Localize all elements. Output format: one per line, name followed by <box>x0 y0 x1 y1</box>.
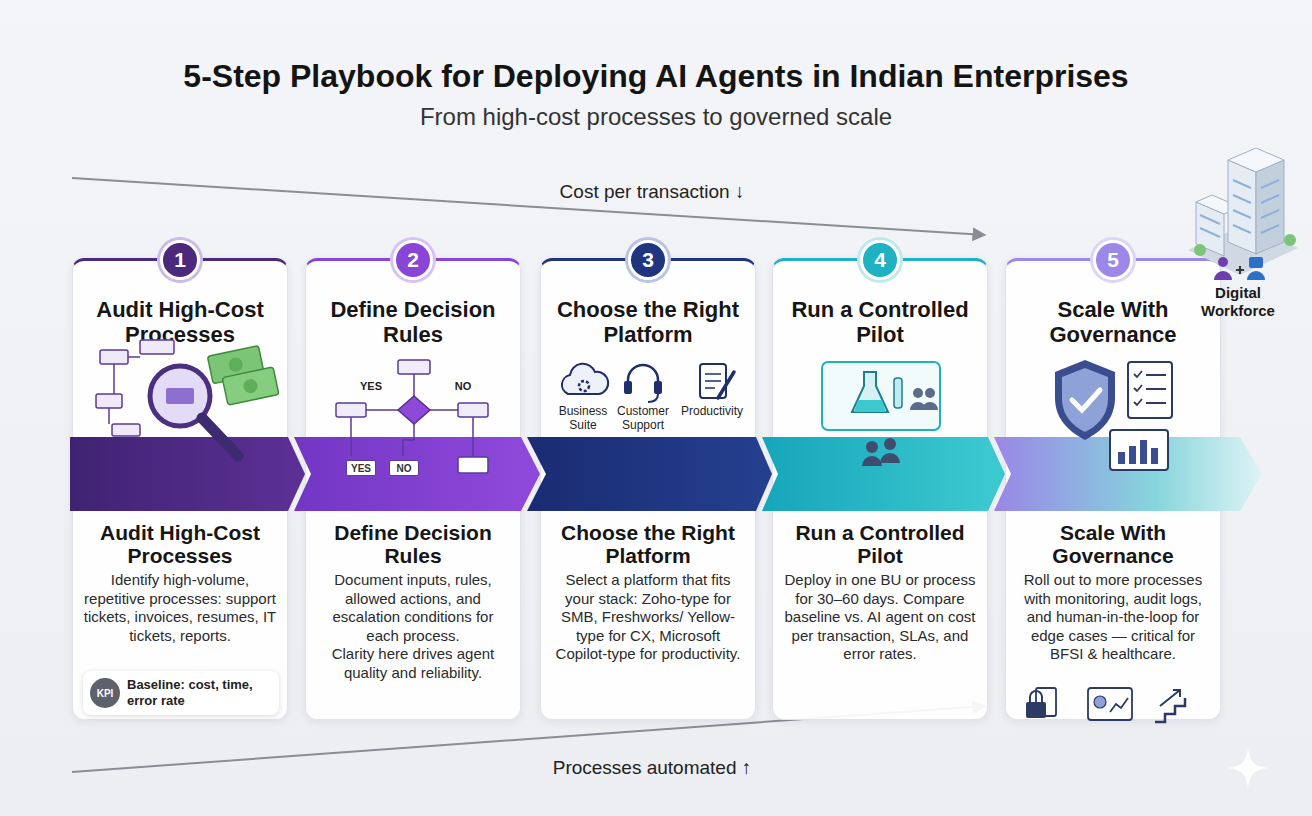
chevron-connector <box>988 437 1005 511</box>
card-description: Audit High-Cost ProcessesIdentify high-v… <box>83 521 277 645</box>
card-body-text: Roll out to more processes with monitori… <box>1016 571 1210 664</box>
step-number-circle: 5 <box>1093 240 1133 280</box>
card-body-text: Document inputs, rules, allowed actions,… <box>316 571 510 645</box>
card-description: Choose the Right PlatformSelect a platfo… <box>551 521 745 664</box>
node-text: YES <box>351 463 371 474</box>
step-number-circle: 1 <box>160 240 200 280</box>
text-label: Business Suite <box>552 404 614 432</box>
node-text: 3 <box>642 248 654 272</box>
card-heading: Run a Controlled Pilot <box>783 521 977 567</box>
decision-box: NO <box>389 460 419 476</box>
card-heading: Scale With Governance <box>1012 297 1214 347</box>
step-card: Define Decision RulesDefine Decision Rul… <box>305 258 521 720</box>
card-heading: Define Decision Rules <box>316 521 510 567</box>
card-heading: Run a Controlled Pilot <box>779 297 981 347</box>
node-text: 2 <box>407 248 419 272</box>
node-text: NO <box>397 463 412 474</box>
step-number-circle: 3 <box>628 240 668 280</box>
node-text: 1 <box>174 248 186 272</box>
card-heading: Choose the Right Platform <box>551 521 745 567</box>
kpi-circle: KPI <box>90 678 120 708</box>
card-body-text: Deploy in one BU or process for 30–60 da… <box>783 571 977 664</box>
node-text: 5 <box>1107 248 1119 272</box>
kpi-badge: Baseline: cost, time, error rate KPI <box>83 671 279 715</box>
card-heading: Audit High-Cost Processes <box>79 297 281 347</box>
step-number-circle: 4 <box>860 240 900 280</box>
step-number-circle: 2 <box>393 240 433 280</box>
diagram-title: 5-Step Playbook for Deploying AI Agents … <box>0 58 1312 95</box>
step-card: Run a Controlled PilotRun a Controlled P… <box>772 258 988 720</box>
text-label: From high-cost processes to governed sca… <box>206 103 1106 131</box>
badge-text: Baseline: cost, time, error rate <box>127 677 273 709</box>
card-heading: Scale With Governance <box>1016 521 1210 567</box>
chevron-connector <box>756 437 772 511</box>
card-description: Define Decision RulesDocument inputs, ru… <box>316 521 510 682</box>
text-label: Productivity <box>676 404 748 418</box>
node-text: KPI <box>97 688 114 699</box>
card-heading: Choose the Right Platform <box>547 297 749 347</box>
card-description: Run a Controlled PilotDeploy in one BU o… <box>783 521 977 664</box>
step-card: Choose the Right PlatformChoose the Righ… <box>540 258 756 720</box>
card-body-text: Clarity here drives agent quality and re… <box>316 645 510 682</box>
text-label: Processes automated ↑ <box>452 757 852 779</box>
step-card: Audit High-Cost ProcessesAudit High-Cost… <box>72 258 288 720</box>
node-text: 4 <box>874 248 886 272</box>
text-label: Cost per transaction ↓ <box>452 181 852 203</box>
text-label: NO <box>448 380 478 393</box>
card-heading: Audit High-Cost Processes <box>83 521 277 567</box>
chevron-connector <box>288 437 305 511</box>
chevron-connector <box>521 437 540 511</box>
step-card: Scale With GovernanceScale With Governan… <box>1005 258 1221 720</box>
card-body-text: Identify high-volume, repetitive process… <box>83 571 277 645</box>
card-body-text: Select a platform that fits your stack: … <box>551 571 745 664</box>
text-label: Customer Support <box>612 404 674 432</box>
text-label: Digital Workforce <box>1183 284 1293 320</box>
text-label: YES <box>354 380 388 393</box>
decision-box: YES <box>346 460 376 476</box>
card-heading: Define Decision Rules <box>312 297 514 347</box>
card-description: Scale With GovernanceRoll out to more pr… <box>1016 521 1210 664</box>
